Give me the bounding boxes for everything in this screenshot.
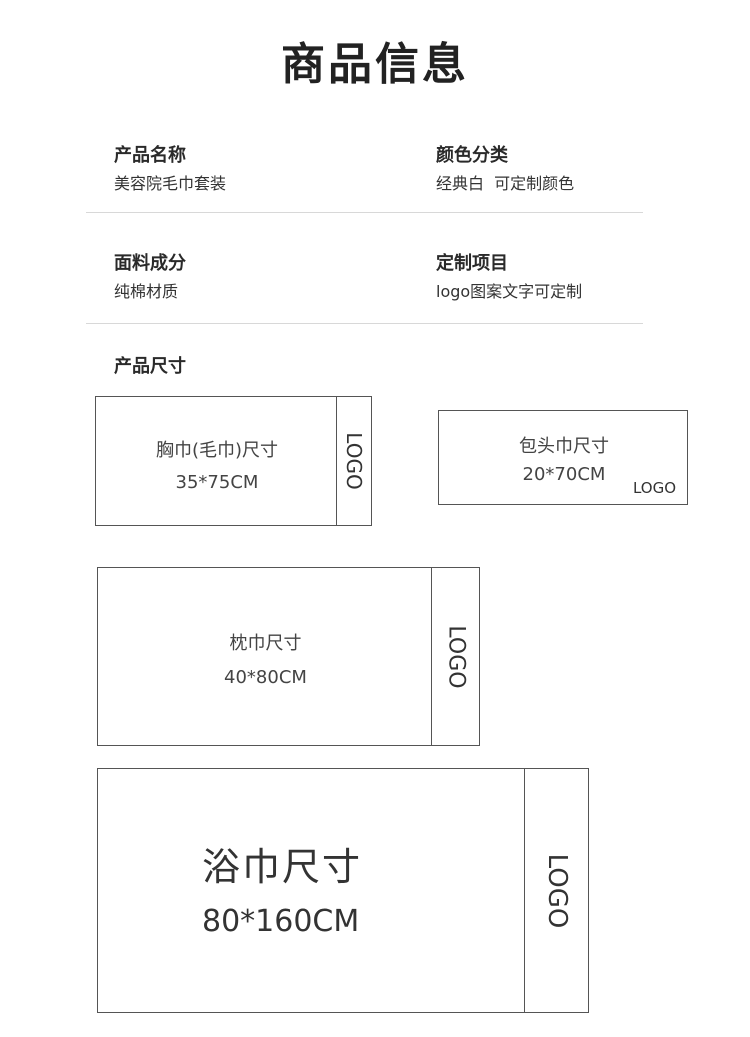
head-towel-logo: LOGO (632, 479, 676, 497)
custom-label: 定制项目 (436, 253, 508, 274)
chest-towel-text: 胸巾(毛巾)尺寸 35*75CM (96, 435, 338, 499)
pillow-towel-size: 40*80CM (224, 667, 307, 688)
material-label: 面料成分 (114, 253, 186, 274)
bath-towel-name: 浴巾尺寸 (202, 845, 363, 889)
chest-towel-name: 胸巾(毛巾)尺寸 (155, 440, 279, 461)
bath-towel-diagram: LOGO 浴巾尺寸 80*160CM (97, 768, 589, 1013)
product-name-value: 美容院毛巾套装 (114, 174, 227, 193)
chest-towel-logo: LOGO (342, 432, 366, 490)
size-section-label: 产品尺寸 (114, 356, 186, 377)
pillow-towel-logo-strip: LOGO (431, 568, 479, 745)
pillow-towel-logo: LOGO (443, 624, 468, 689)
material-value: 纯棉材质 (114, 282, 179, 301)
custom-value: logo图案文字可定制 (436, 282, 583, 301)
bath-towel-logo: LOGO (541, 853, 572, 928)
page-title: 商品信息 (281, 39, 469, 90)
product-name-label: 产品名称 (114, 145, 186, 166)
head-towel-name: 包头巾尺寸 (519, 436, 609, 457)
bath-towel-text: 浴巾尺寸 80*160CM (202, 843, 362, 945)
chest-towel-logo-strip: LOGO (336, 397, 371, 525)
divider-2 (86, 323, 643, 324)
head-towel-text: 包头巾尺寸 20*70CM (439, 433, 689, 489)
head-towel-size: 20*70CM (522, 464, 606, 485)
chest-towel-size: 35*75CM (175, 472, 259, 493)
divider-1 (86, 212, 643, 213)
head-towel-diagram: 包头巾尺寸 20*70CM LOGO (438, 410, 688, 505)
bath-towel-logo-strip: LOGO (524, 769, 588, 1012)
pillow-towel-diagram: LOGO 枕巾尺寸 40*80CM (97, 567, 480, 746)
color-value: 经典白 可定制颜色 (436, 174, 575, 193)
color-label: 颜色分类 (436, 145, 508, 166)
pillow-towel-name: 枕巾尺寸 (229, 633, 302, 654)
bath-towel-size: 80*160CM (202, 904, 360, 939)
pillow-towel-text: 枕巾尺寸 40*80CM (98, 627, 433, 695)
chest-towel-diagram: LOGO 胸巾(毛巾)尺寸 35*75CM (95, 396, 372, 526)
